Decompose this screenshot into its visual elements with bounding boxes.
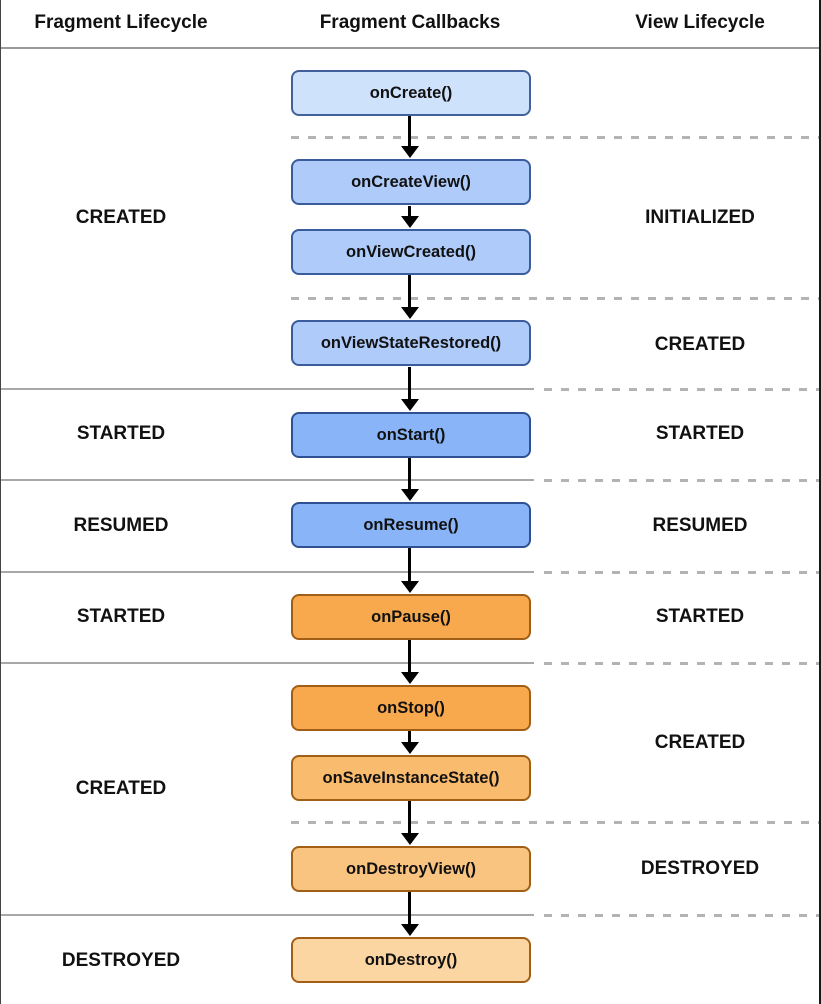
down-arrow-icon <box>401 307 419 319</box>
section-divider-dashed <box>544 388 819 391</box>
callback-box-onresume: onResume() <box>291 502 531 548</box>
down-arrow-icon <box>401 489 419 501</box>
section-divider-dashed <box>291 821 819 824</box>
arrow-shaft <box>408 275 411 309</box>
down-arrow-icon <box>401 924 419 936</box>
arrow-shaft <box>408 640 411 674</box>
callback-box-ondestroy: onDestroy() <box>291 937 531 983</box>
callback-box-ondestroyview: onDestroyView() <box>291 846 531 892</box>
callback-box-onsaveinstancestate: onSaveInstanceState() <box>291 755 531 801</box>
down-arrow-icon <box>401 742 419 754</box>
view-state-label: DESTROYED <box>640 858 760 879</box>
callback-box-onviewstaterestored: onViewStateRestored() <box>291 320 531 366</box>
view-state-label: RESUMED <box>652 515 748 536</box>
section-divider-solid <box>1 914 534 916</box>
callback-box-onstop: onStop() <box>291 685 531 731</box>
fragment-state-label: DESTROYED <box>61 950 181 971</box>
column-header-fragment-callbacks: Fragment Callbacks <box>319 12 501 33</box>
section-divider-solid <box>1 571 534 573</box>
column-header-fragment-lifecycle: Fragment Lifecycle <box>34 12 208 33</box>
section-divider-dashed <box>291 297 819 300</box>
arrow-shaft <box>408 367 411 401</box>
down-arrow-icon <box>401 833 419 845</box>
fragment-state-label: RESUMED <box>73 515 169 536</box>
down-arrow-icon <box>401 146 419 158</box>
down-arrow-icon <box>401 581 419 593</box>
callback-box-onstart: onStart() <box>291 412 531 458</box>
view-state-label: STARTED <box>655 423 745 444</box>
fragment-state-label: STARTED <box>76 606 166 627</box>
section-divider-dashed <box>291 136 819 139</box>
down-arrow-icon <box>401 216 419 228</box>
section-divider-solid <box>1 662 534 664</box>
section-divider-dashed <box>544 662 819 665</box>
section-divider-dashed <box>544 914 819 917</box>
arrow-shaft <box>408 731 411 744</box>
view-state-label: INITIALIZED <box>645 207 755 228</box>
view-state-label: STARTED <box>655 606 745 627</box>
view-state-label: CREATED <box>654 732 746 753</box>
fragment-state-label: CREATED <box>75 778 167 799</box>
section-divider-dashed <box>544 479 819 482</box>
arrow-shaft <box>408 206 411 218</box>
arrow-shaft <box>408 458 411 491</box>
arrow-shaft <box>408 892 411 926</box>
section-divider-dashed <box>544 571 819 574</box>
section-divider-solid <box>1 388 534 390</box>
fragment-state-label: STARTED <box>76 423 166 444</box>
arrow-shaft <box>408 801 411 835</box>
down-arrow-icon <box>401 399 419 411</box>
arrow-shaft <box>408 116 411 148</box>
callback-box-oncreate: onCreate() <box>291 70 531 116</box>
view-state-label: CREATED <box>654 334 746 355</box>
section-divider-solid <box>1 479 534 481</box>
arrow-shaft <box>408 548 411 583</box>
down-arrow-icon <box>401 672 419 684</box>
fragment-state-label: CREATED <box>75 207 167 228</box>
callback-box-onpause: onPause() <box>291 594 531 640</box>
callback-box-onviewcreated: onViewCreated() <box>291 229 531 275</box>
column-header-view-lifecycle: View Lifecycle <box>635 12 765 33</box>
callback-box-oncreateview: onCreateView() <box>291 159 531 205</box>
header-divider-line <box>1 47 819 49</box>
